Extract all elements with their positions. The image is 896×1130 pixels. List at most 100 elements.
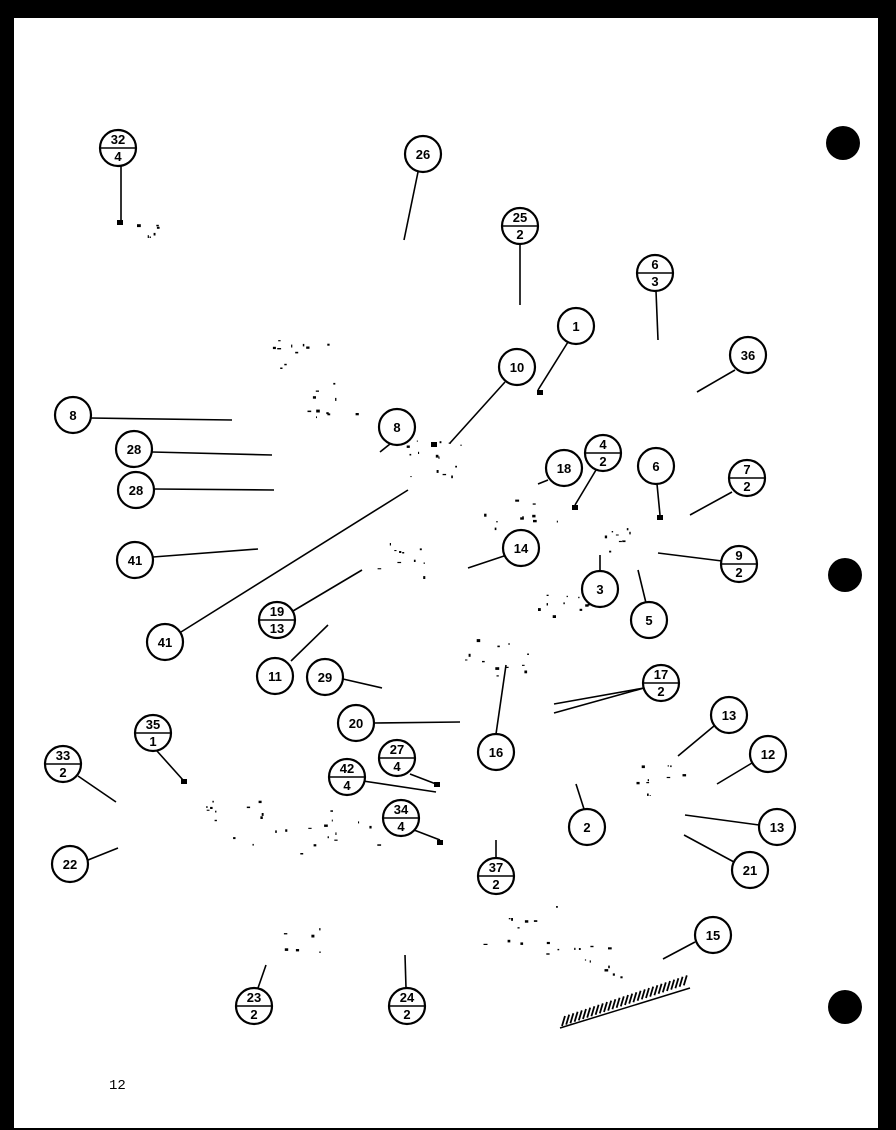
drawing-speck bbox=[608, 965, 610, 969]
drawing-speck bbox=[636, 781, 640, 785]
drawing-speck bbox=[563, 602, 565, 605]
drawing-speck bbox=[272, 346, 276, 350]
leader-line bbox=[292, 569, 363, 612]
drawing-speck bbox=[439, 441, 442, 444]
drawing-speck bbox=[604, 969, 609, 972]
drawing-speck bbox=[409, 453, 412, 456]
callout-quantity: 2 bbox=[403, 1007, 410, 1022]
callout-part-number: 15 bbox=[706, 928, 720, 943]
part-callout: 2 bbox=[567, 807, 607, 847]
callout-part-number: 41 bbox=[158, 635, 172, 650]
callout-part-number: 25 bbox=[513, 210, 527, 225]
drawing-speck bbox=[578, 596, 580, 599]
drawing-speck bbox=[494, 527, 497, 531]
callout-part-number: 2 bbox=[583, 820, 590, 835]
callout-part-number: 6 bbox=[652, 459, 659, 474]
drawing-speck bbox=[312, 396, 316, 399]
leader-line bbox=[257, 964, 267, 989]
callout-part-number: 33 bbox=[56, 748, 70, 763]
drawing-speck bbox=[275, 830, 277, 833]
part-callout: 15 bbox=[693, 915, 733, 955]
leader-line bbox=[87, 847, 119, 861]
leader-line bbox=[409, 773, 437, 785]
drawing-speck bbox=[532, 514, 536, 518]
drawing-speck bbox=[137, 224, 141, 228]
drawing-speck bbox=[451, 475, 453, 479]
callout-part-number: 11 bbox=[268, 669, 282, 684]
part-callout: 28 bbox=[114, 429, 154, 469]
drawing-speck bbox=[647, 793, 649, 796]
leader-line bbox=[342, 678, 383, 689]
drawing-speck bbox=[622, 540, 626, 543]
drawing-speck bbox=[615, 534, 619, 536]
drawing-speck bbox=[522, 664, 525, 666]
leader-line bbox=[403, 171, 419, 241]
leader-line bbox=[467, 555, 505, 569]
callout-part-number: 9 bbox=[735, 548, 742, 563]
drawing-speck bbox=[533, 519, 537, 523]
drawing-speck bbox=[574, 947, 576, 950]
callout-part-number: 8 bbox=[69, 408, 76, 423]
callout-quantity: 2 bbox=[735, 565, 742, 580]
drawing-speck bbox=[399, 551, 402, 553]
drawing-speck bbox=[476, 639, 481, 643]
callout-quantity: 2 bbox=[516, 227, 523, 242]
drawing-speck bbox=[666, 776, 671, 779]
leader-line bbox=[716, 762, 753, 785]
part-callout: 28 bbox=[116, 470, 156, 510]
part-callout: 26 bbox=[403, 134, 443, 174]
drawing-speck bbox=[331, 819, 333, 822]
punch-hole-bottom bbox=[828, 990, 862, 1024]
drawing-speck bbox=[402, 552, 405, 554]
callout-part-number: 6 bbox=[651, 257, 658, 272]
drawing-speck bbox=[546, 603, 548, 606]
drawing-speck bbox=[584, 959, 587, 961]
drawing-speck bbox=[442, 473, 447, 476]
leader-line bbox=[290, 624, 329, 662]
leader-line bbox=[662, 941, 696, 960]
drawing-speck bbox=[590, 945, 594, 948]
drawing-speck bbox=[618, 540, 622, 543]
drawing-speck bbox=[546, 953, 550, 955]
drawing-speck bbox=[520, 942, 524, 945]
callout-quantity: 13 bbox=[270, 621, 284, 636]
part-callout: 63 bbox=[635, 253, 675, 293]
drawing-speck bbox=[515, 499, 520, 502]
part-callout: 324 bbox=[98, 128, 138, 168]
callout-part-number: 21 bbox=[743, 863, 757, 878]
leader-line bbox=[379, 443, 391, 453]
callout-part-number: 8 bbox=[393, 420, 400, 435]
drawing-speck bbox=[483, 943, 488, 945]
leader-line bbox=[684, 814, 760, 826]
drawing-speck bbox=[307, 410, 312, 413]
drawing-speck bbox=[283, 933, 288, 935]
callout-part-number: 1 bbox=[572, 319, 579, 334]
drawing-speck bbox=[609, 550, 612, 553]
drawing-speck bbox=[278, 340, 281, 342]
callout-part-number: 29 bbox=[318, 670, 332, 685]
part-callout: 10 bbox=[497, 347, 537, 387]
leader-line bbox=[553, 687, 645, 714]
callout-part-number: 22 bbox=[63, 857, 77, 872]
drawing-speck bbox=[233, 837, 236, 840]
part-callout: 344 bbox=[381, 798, 421, 838]
callout-part-number: 20 bbox=[349, 716, 363, 731]
part-callout: 29 bbox=[305, 657, 345, 697]
drawing-speck bbox=[316, 416, 317, 419]
callout-part-number: 36 bbox=[741, 348, 755, 363]
screw-mark bbox=[572, 505, 578, 510]
part-callout: 274 bbox=[377, 738, 417, 778]
part-callout: 372 bbox=[476, 856, 516, 896]
callout-part-number: 41 bbox=[128, 553, 142, 568]
drawing-speck bbox=[335, 832, 337, 835]
drawing-speck bbox=[667, 765, 669, 767]
drawing-speck bbox=[620, 976, 623, 979]
callout-quantity: 3 bbox=[651, 274, 658, 289]
leader-line bbox=[373, 721, 461, 724]
part-callout: 11 bbox=[255, 656, 295, 696]
drawing-speck bbox=[629, 531, 631, 535]
drawing-speck bbox=[335, 397, 337, 401]
drawing-speck bbox=[285, 829, 288, 832]
drawing-speck bbox=[326, 412, 329, 415]
drawing-speck bbox=[147, 235, 149, 238]
